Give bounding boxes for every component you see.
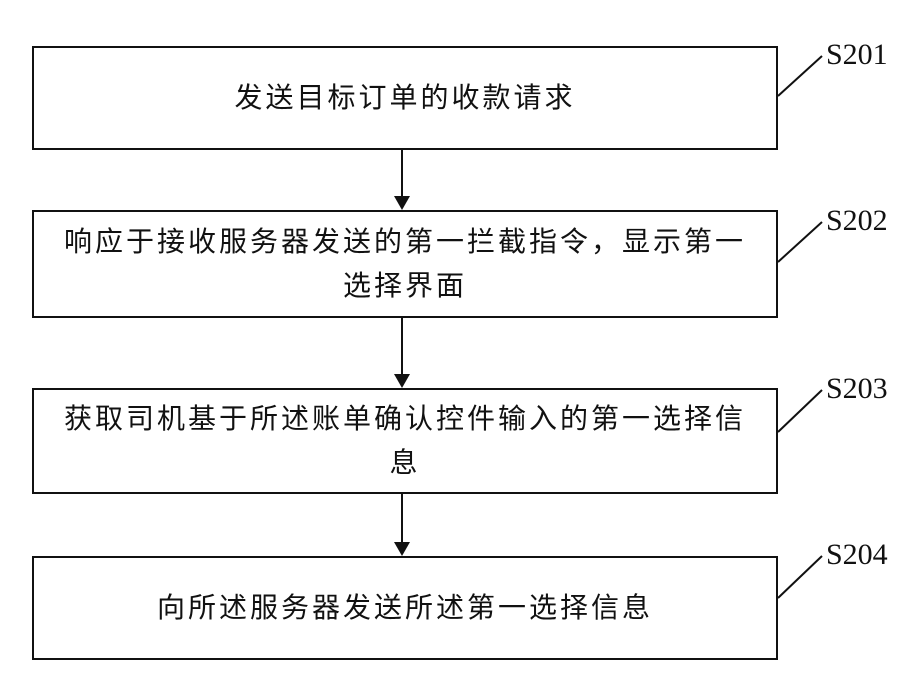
leader-line-s203 — [778, 390, 822, 432]
arrowhead-s204 — [394, 542, 410, 556]
step-box-s201: 发送目标订单的收款请求 — [32, 46, 778, 150]
arrowhead-s202 — [394, 196, 410, 210]
step-label-s203: S203 — [826, 372, 888, 406]
leader-line-s204 — [778, 556, 822, 598]
arrowhead-s203 — [394, 374, 410, 388]
step-text-s204: 向所述服务器发送所述第一选择信息 — [55, 586, 755, 630]
step-text-s203: 获取司机基于所述账单确认控件输入的第一选择信息 — [55, 397, 755, 485]
step-text-s201: 发送目标订单的收款请求 — [55, 76, 755, 120]
leader-line-s202 — [778, 222, 822, 262]
step-label-s204: S204 — [826, 538, 888, 572]
step-label-s202: S202 — [826, 204, 888, 238]
leader-line-s201 — [778, 56, 822, 96]
step-box-s204: 向所述服务器发送所述第一选择信息 — [32, 556, 778, 660]
step-text-s202: 响应于接收服务器发送的第一拦截指令，显示第一选择界面 — [55, 220, 755, 308]
step-box-s202: 响应于接收服务器发送的第一拦截指令，显示第一选择界面 — [32, 210, 778, 318]
step-label-s201: S201 — [826, 38, 888, 72]
step-box-s203: 获取司机基于所述账单确认控件输入的第一选择信息 — [32, 388, 778, 494]
